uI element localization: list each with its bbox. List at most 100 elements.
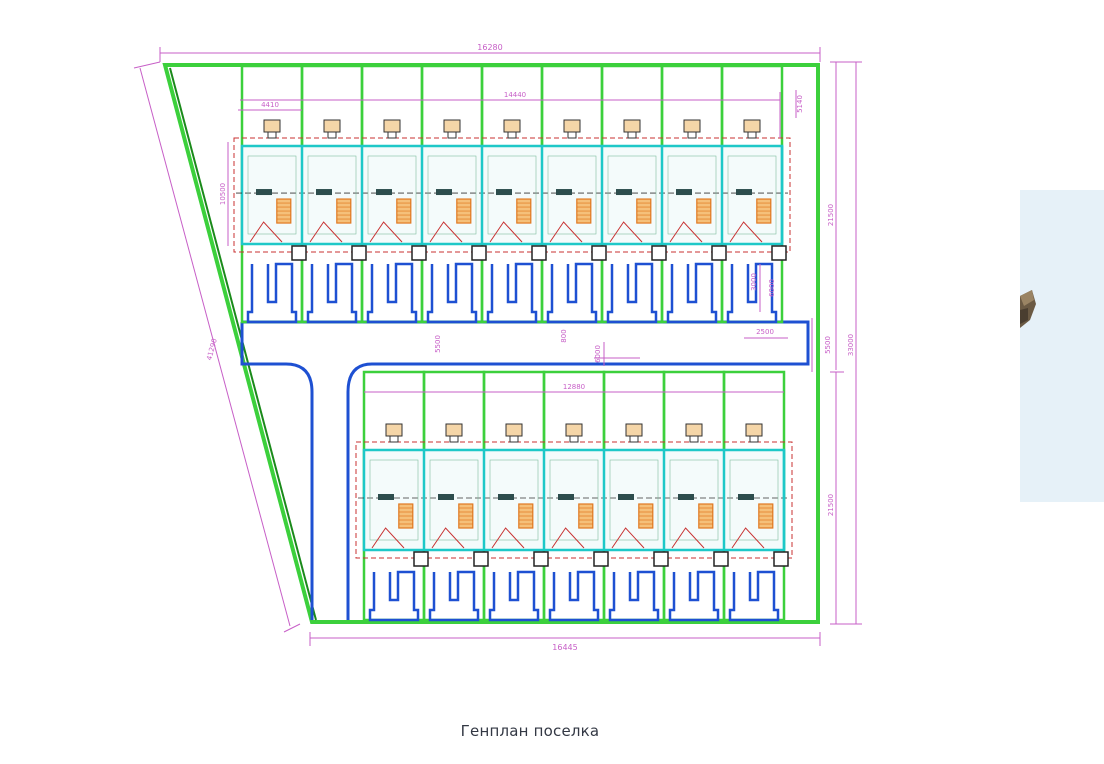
door-swing (671, 527, 705, 549)
entrance-porch (685, 423, 703, 437)
entrance-porch (385, 423, 403, 437)
parking-bay (608, 570, 660, 622)
entrance-step (507, 131, 517, 139)
entrance-step (327, 131, 337, 139)
upper-townhouse-block (233, 119, 791, 261)
parking-bay (306, 262, 358, 324)
dim-right-top: 21500 (827, 204, 835, 226)
entrance-porch (505, 423, 523, 437)
parking-bay (728, 570, 780, 622)
parking-bay (426, 262, 478, 324)
unit-window (256, 189, 272, 196)
parking-bay (668, 570, 720, 622)
unit-interior (307, 155, 357, 235)
unit-window (498, 494, 514, 500)
entrance-porch (445, 423, 463, 437)
entrance-porch (683, 119, 701, 133)
parking-bay (488, 570, 540, 622)
parking-bay (428, 570, 480, 622)
parking-bay (726, 262, 778, 324)
dim-lower-block-row: 12880 (563, 383, 585, 391)
parking-bay (546, 262, 598, 324)
entrance-step (689, 435, 699, 443)
unit-window (496, 189, 512, 196)
unit-interior (729, 459, 779, 541)
door-swing (429, 221, 463, 243)
entrance-step (387, 131, 397, 139)
dim-diagonal: 41290 (205, 338, 218, 362)
dim-parking-width: 2500 (756, 328, 774, 336)
unit-interior (247, 155, 297, 235)
unit-window (676, 189, 692, 196)
dim-small-gap: 800 (560, 329, 568, 342)
road (240, 320, 810, 620)
unit-interior (727, 155, 777, 235)
rear-exit (651, 245, 667, 261)
entrance-porch (503, 119, 521, 133)
door-swing (609, 221, 643, 243)
entrance-porch (625, 423, 643, 437)
unit-window (616, 189, 632, 196)
dim-road-width: 5500 (434, 335, 442, 353)
rear-exit (653, 551, 669, 567)
door-swing (549, 221, 583, 243)
door-swing (309, 221, 343, 243)
entrance-step (447, 131, 457, 139)
entrance-porch (323, 119, 341, 133)
entrance-step (629, 435, 639, 443)
rear-exit (471, 245, 487, 261)
dim-parking-depth: 6000 (768, 279, 776, 297)
unit-window (438, 494, 454, 500)
parking-bay (666, 262, 718, 324)
unit-window (376, 189, 392, 196)
unit-interior (487, 155, 537, 235)
dim-front-setback: 5140 (796, 95, 804, 113)
site-plan-drawing: 16280 16445 14440 4410 12880 21500 33000… (133, 43, 862, 652)
unit-interior (549, 459, 599, 541)
door-swing (431, 527, 465, 549)
dim-unit-width: 4410 (261, 101, 279, 109)
door-swing (729, 221, 763, 243)
rear-exit (711, 245, 727, 261)
entrance-step (267, 131, 277, 139)
door-swing (611, 527, 645, 549)
unit-window (378, 494, 394, 500)
entrance-step (567, 131, 577, 139)
rear-exit (773, 551, 789, 567)
dim-unit-depth: 10500 (219, 183, 227, 205)
unit-interior (609, 459, 659, 541)
unit-window (678, 494, 694, 500)
rear-exit (473, 551, 489, 567)
upper-parking-row (246, 262, 778, 324)
unit-window (316, 189, 332, 196)
rear-exit (351, 245, 367, 261)
rear-exit (291, 245, 307, 261)
entrance-step (449, 435, 459, 443)
unit-window (436, 189, 452, 196)
rear-exit (593, 551, 609, 567)
door-swing (669, 221, 703, 243)
door-swing (249, 221, 283, 243)
dimension-lines (133, 47, 862, 646)
side-image-panel (1020, 190, 1104, 502)
entrance-step (509, 435, 519, 443)
entrance-porch (383, 119, 401, 133)
dim-center-mark: 6000 (594, 345, 602, 363)
unit-interior (607, 155, 657, 235)
entrance-porch (745, 423, 763, 437)
unit-window (558, 494, 574, 500)
lower-townhouse-block (355, 423, 793, 567)
dim-bottom-overall: 16445 (552, 643, 577, 652)
parking-bay (606, 262, 658, 324)
unit-interior (667, 155, 717, 235)
parking-bay (366, 262, 418, 324)
unit-interior (369, 459, 419, 541)
unit-window (618, 494, 634, 500)
door-swing (371, 527, 405, 549)
entrance-porch (563, 119, 581, 133)
dim-right-bottom: 21500 (827, 494, 835, 516)
entrance-step (687, 131, 697, 139)
door-swing (731, 527, 765, 549)
unit-window (736, 189, 752, 196)
rear-exit (411, 245, 427, 261)
